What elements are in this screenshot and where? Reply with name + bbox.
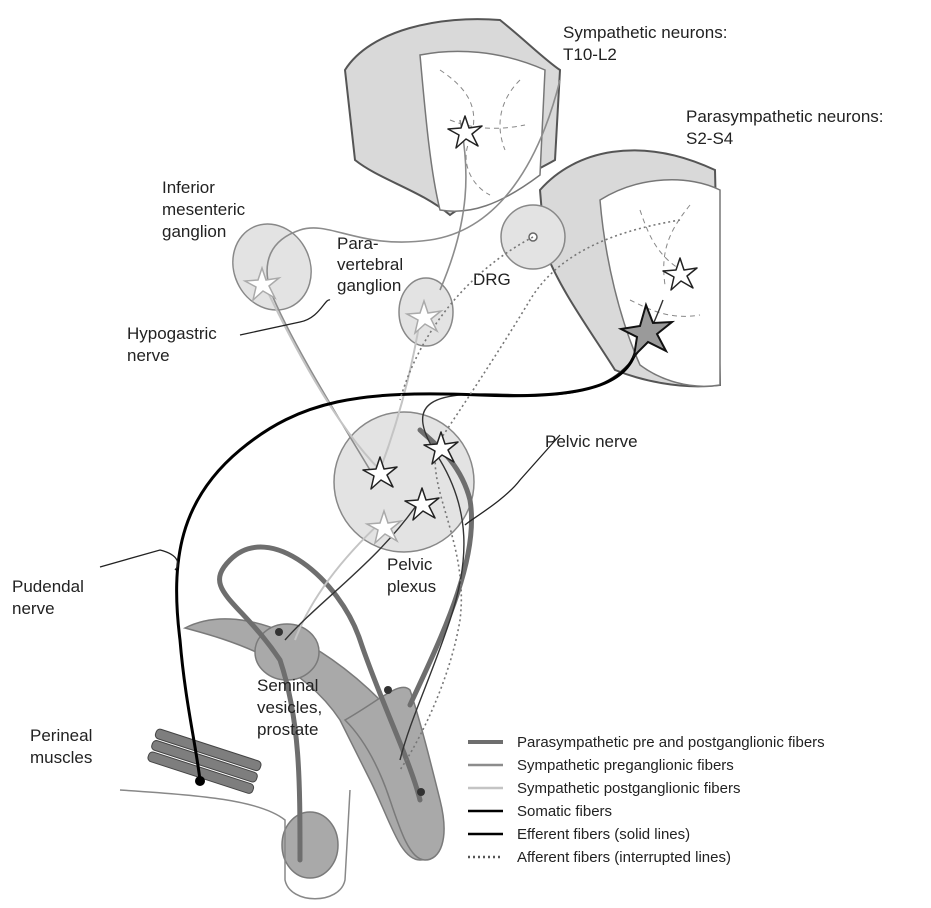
thoracolumbar-spinal-cord — [345, 19, 560, 215]
legend-label-0: Parasympathetic pre and postganglionic f… — [517, 734, 825, 751]
pelvic-plexus-ganglion — [334, 412, 474, 552]
urethral-terminal-icon — [417, 788, 425, 796]
pudendal-nerve-label: Pudendal nerve — [12, 577, 89, 618]
legend: Parasympathetic pre and postganglionic f… — [468, 734, 825, 866]
parasympathetic-neurons-label: Parasympathetic neurons: S2-S4 — [686, 107, 888, 148]
paravertebral-ganglion-label: Para- vertebral ganglion — [337, 234, 408, 295]
testis-organ — [282, 812, 338, 878]
pelvic-nerve-label: Pelvic nerve — [545, 432, 638, 451]
seminal-terminal-icon — [275, 628, 283, 636]
legend-label-4: Efferent fibers (solid lines) — [517, 826, 690, 843]
hypogastric-nerve-label: Hypogastric nerve — [127, 324, 222, 365]
legend-label-3: Somatic fibers — [517, 803, 612, 820]
sympathetic-neurons-label: Sympathetic neurons: T10-L2 — [563, 23, 732, 64]
seminal-vesicles-prostate-organ — [255, 624, 319, 680]
legend-label-2: Sympathetic postganglionic fibers — [517, 780, 740, 797]
perineal-muscles-organ — [147, 728, 262, 794]
inferior-mesenteric-ganglion-label: Inferior mesenteric ganglion — [162, 178, 250, 241]
perineal-muscles-label: Perineal muscles — [30, 726, 97, 767]
perineal-endplate-icon — [195, 776, 205, 786]
penile-terminal-icon — [384, 686, 392, 694]
pelvic-plexus-label: Pelvic plexus — [387, 555, 437, 596]
drg-label: DRG — [473, 270, 511, 289]
seminal-vesicles-label: Seminal vesicles, prostate — [257, 676, 327, 739]
legend-label-5: Afferent fibers (interrupted lines) — [517, 849, 731, 866]
legend-label-1: Sympathetic preganglionic fibers — [517, 757, 734, 774]
